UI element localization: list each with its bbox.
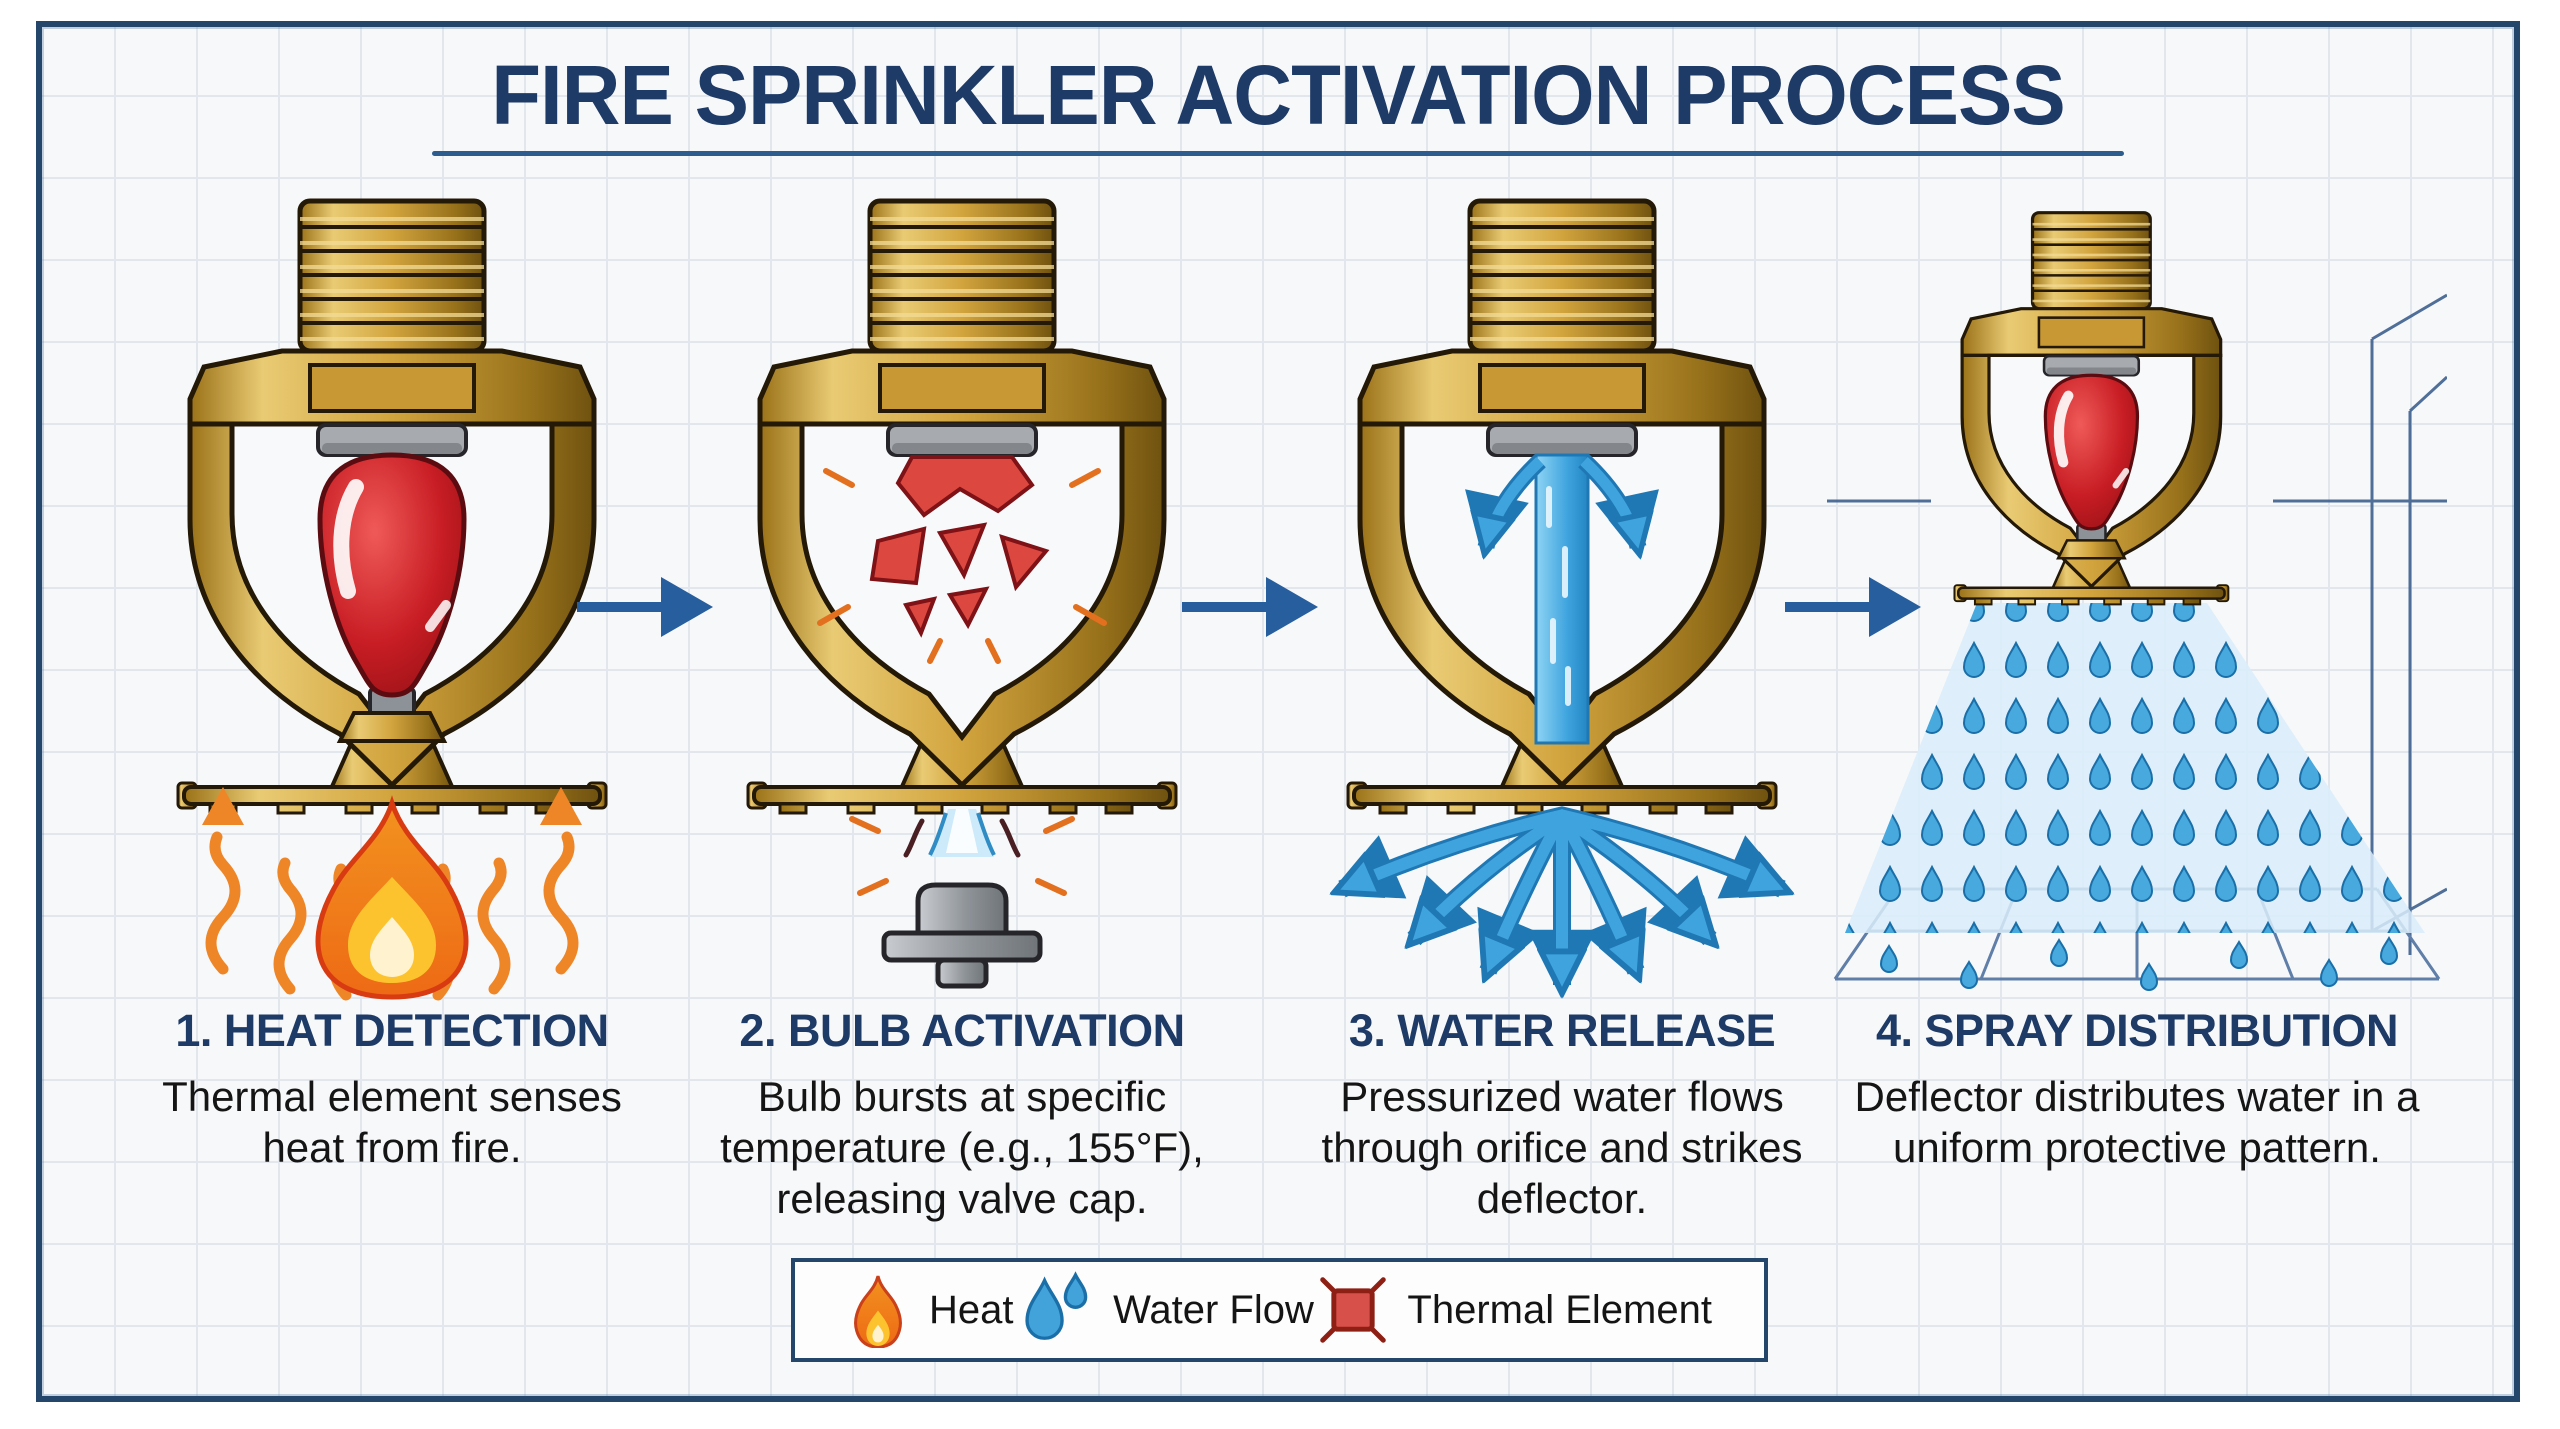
- arrow-right-icon: [577, 577, 713, 637]
- flame-icon: [854, 1275, 902, 1348]
- inner-flow-arrows-icon: [1465, 454, 1659, 547]
- valve-cap-icon: [881, 882, 1043, 989]
- water-drops-icon: [1025, 1271, 1088, 1340]
- legend: Heat Water Flow Thermal Element: [791, 1258, 1768, 1362]
- burst-dashes-icon: [817, 468, 1107, 664]
- page-title: FIRE SPRINKLER ACTIVATION PROCESS: [491, 48, 2066, 142]
- shattered-bulb-icon: [869, 455, 1050, 638]
- arrow-right-icon: [1785, 577, 1921, 637]
- thermal-element-icon: [1320, 1277, 1387, 1343]
- sprinkler-heat-detection-illustration: [132, 189, 652, 1001]
- release-spray-icon: [849, 809, 1075, 896]
- floor-droplets: [1880, 937, 2398, 991]
- step-3-heading: 3. WATER RELEASE: [1348, 1005, 1776, 1056]
- step-2-heading: 2. BULB ACTIVATION: [739, 1005, 1185, 1056]
- legend-label-heat: Heat: [929, 1287, 1014, 1332]
- sprinkler-water-release-illustration: [1302, 189, 1822, 999]
- step-1-heading: 1. HEAT DETECTION: [175, 1005, 609, 1056]
- arrow-right-icon: [1182, 577, 1318, 637]
- legend-label-water-flow: Water Flow: [1113, 1287, 1314, 1332]
- flame-icon: [318, 803, 466, 997]
- step-2-description: Bulb bursts at specific temperature (e.g…: [720, 1073, 1204, 1223]
- step-3-description: Pressurized water flows through orifice …: [1321, 1073, 1803, 1223]
- diagram-canvas: FIRE SPRINKLER ACTIVATION PROCESS: [36, 21, 2520, 1402]
- water-column-icon: [1534, 453, 1590, 745]
- legend-item-thermal-element: Thermal Element: [1319, 1276, 1712, 1344]
- spray-arrows-icon: [1342, 806, 1782, 999]
- step-4-heading: 4. SPRAY DISTRIBUTION: [1875, 1005, 2399, 1056]
- spray-cone-icon: [1845, 603, 2425, 933]
- step-1-description: Thermal element senses heat from fire.: [162, 1073, 622, 1172]
- sprinkler-bulb-activation-illustration: [702, 189, 1222, 989]
- sprinkler-spray-distribution-illustration: [1827, 189, 2447, 991]
- room-outline: [1827, 293, 2447, 955]
- legend-label-thermal-element: Thermal Element: [1407, 1287, 1712, 1332]
- legend-item-water-flow: Water Flow: [1019, 1269, 1314, 1351]
- title-underline: [432, 151, 2124, 157]
- legend-item-heat: Heat: [847, 1272, 1014, 1348]
- step-4-description: Deflector distributes water in a uniform…: [1854, 1073, 2420, 1172]
